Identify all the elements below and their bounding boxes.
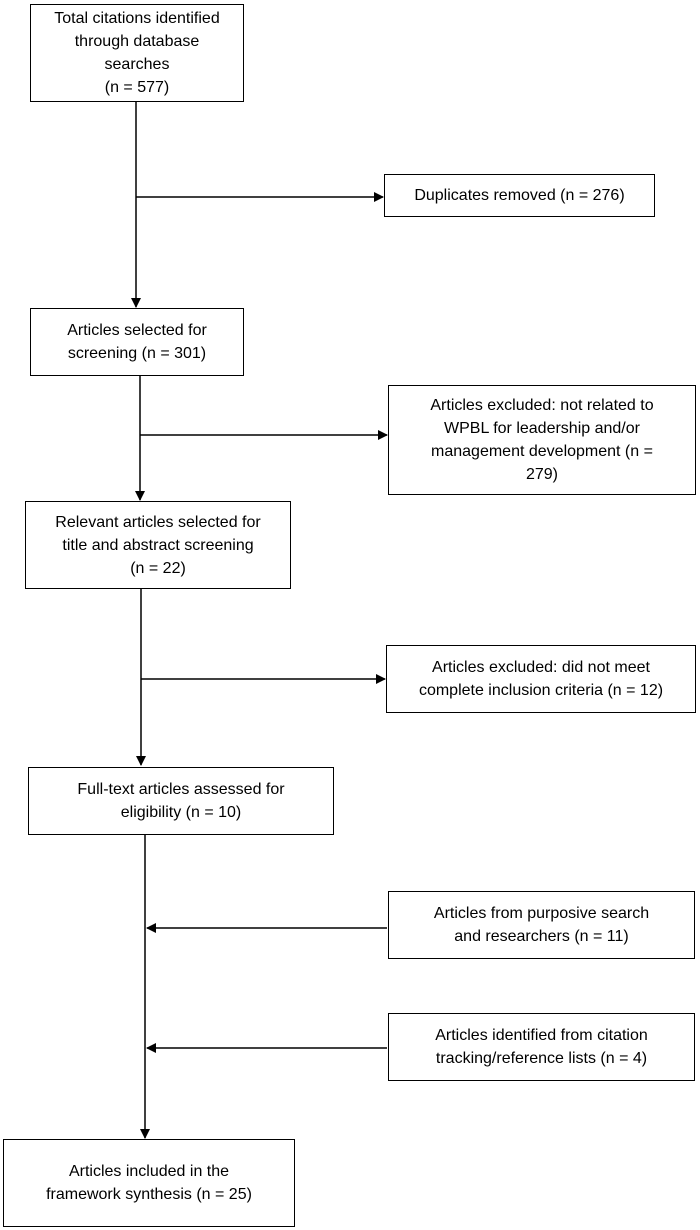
box-total-citations: Total citations identified through datab… <box>30 4 244 102</box>
box-purposive-search: Articles from purposive search and resea… <box>388 891 695 959</box>
box-citation-tracking-text: Articles identified from citation tracki… <box>435 1027 648 1067</box>
box-purposive-search-text: Articles from purposive search and resea… <box>433 905 650 945</box>
box-excluded-criteria-text: Articles excluded: did not meet complete… <box>418 659 664 699</box>
box-included-synthesis-text: Articles included in the framework synth… <box>46 1163 252 1203</box>
box-full-text-assessed-text: Full-text articles assessed for eligibil… <box>77 781 285 821</box>
box-excluded-not-related: Articles excluded: not related to WPBL f… <box>388 385 696 495</box>
box-excluded-not-related-text: Articles excluded: not related to WPBL f… <box>430 397 654 483</box>
box-total-citations-text: Total citations identified through datab… <box>54 10 220 96</box>
box-full-text-assessed: Full-text articles assessed for eligibil… <box>28 767 334 835</box>
box-title-abstract-screening-text: Relevant articles selected for title and… <box>55 513 261 577</box>
box-selected-for-screening: Articles selected for screening (n = 301… <box>30 308 244 376</box>
box-duplicates-removed-text: Duplicates removed (n = 276) <box>414 187 625 204</box>
box-duplicates-removed: Duplicates removed (n = 276) <box>384 174 655 217</box>
box-selected-for-screening-text: Articles selected for screening (n = 301… <box>67 322 207 362</box>
box-citation-tracking: Articles identified from citation tracki… <box>388 1013 695 1081</box>
box-excluded-criteria: Articles excluded: did not meet complete… <box>386 645 696 713</box>
box-included-synthesis: Articles included in the framework synth… <box>3 1139 295 1227</box>
box-title-abstract-screening: Relevant articles selected for title and… <box>25 501 291 589</box>
